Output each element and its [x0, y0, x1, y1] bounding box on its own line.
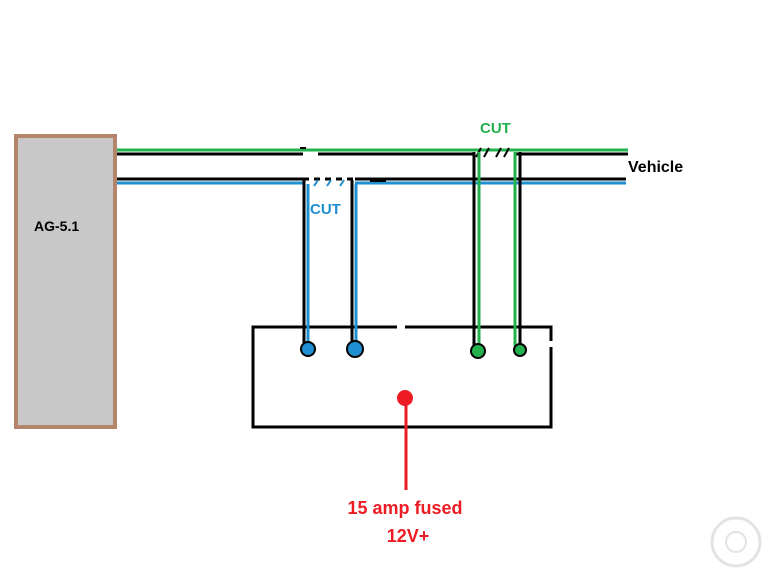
terminal-green-1	[470, 343, 486, 359]
power-label-line2: 12V+	[387, 526, 430, 546]
green-cut-mark-2	[483, 147, 490, 158]
terminal-power	[397, 390, 413, 406]
top-wire-pair	[117, 147, 628, 158]
blue-cut-mark-3	[339, 179, 345, 187]
relay-box-notch-right	[548, 341, 554, 347]
watermark-inner	[725, 531, 747, 553]
watermark-seal	[710, 516, 762, 568]
green-cut-mark-3	[495, 147, 502, 158]
module-body	[14, 134, 117, 429]
module-label: AG-5.1	[34, 218, 79, 234]
vehicle-label: Vehicle	[628, 159, 683, 176]
relay-box-notch-top	[397, 325, 405, 330]
green-drop-left	[472, 152, 481, 346]
blue-cut-mark-2	[326, 179, 332, 187]
green-cut-mark-4	[503, 147, 510, 158]
blue-cut-mark-1	[313, 179, 319, 187]
cut-blue-label: CUT	[310, 201, 341, 218]
terminal-green-2	[513, 343, 527, 357]
cut-green-label: CUT	[480, 120, 511, 137]
power-label-line1: 15 amp fused	[347, 498, 462, 518]
terminal-blue-2	[346, 340, 364, 358]
bottom-wire-pair	[117, 177, 626, 187]
blue-drop-left	[302, 180, 310, 344]
watermark-ring	[710, 516, 762, 568]
module-box: AG-5.1	[14, 134, 117, 429]
relay-box	[251, 325, 553, 429]
terminal-blue-1	[300, 341, 316, 357]
blue-drop-right	[350, 180, 358, 344]
green-drop-right	[513, 152, 522, 346]
